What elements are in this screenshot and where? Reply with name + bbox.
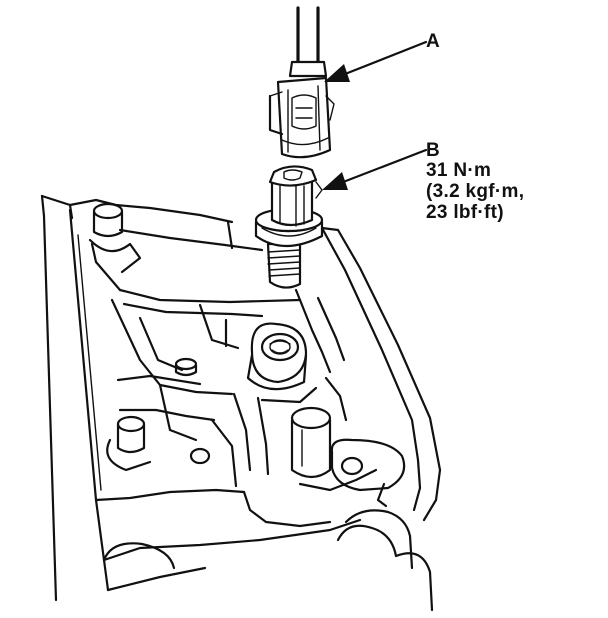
callout-label-a: A: [426, 31, 441, 52]
callout-label-b: B: [426, 140, 441, 161]
small-boss-mid: [174, 357, 198, 377]
sensor-connector: [268, 6, 335, 159]
arrowhead-b: [322, 172, 348, 190]
housing-ribs: [94, 288, 378, 528]
bottom-lobes: [102, 509, 434, 612]
leader-arrow-a: [324, 40, 428, 82]
arrowhead-a: [324, 64, 350, 82]
round-pad: [189, 447, 211, 465]
engine-housing: [40, 194, 442, 602]
left-lower-boss: [106, 415, 152, 472]
oil-pressure-sensor: [254, 165, 324, 289]
torque-nm: 31 N·m: [426, 160, 492, 181]
cylinder-boss: [290, 406, 332, 479]
torque-lbfft: 23 lbf·ft): [426, 202, 504, 223]
sensor-mount-hole: [246, 322, 308, 391]
leader-arrow-b: [322, 148, 428, 190]
mounting-ear: [330, 438, 406, 508]
torque-kgfm: (3.2 kgf·m,: [426, 181, 525, 202]
left-top-boss: [88, 202, 142, 292]
torque-spec: 31 N·m (3.2 kgf·m, 23 lbf·ft): [426, 160, 524, 223]
